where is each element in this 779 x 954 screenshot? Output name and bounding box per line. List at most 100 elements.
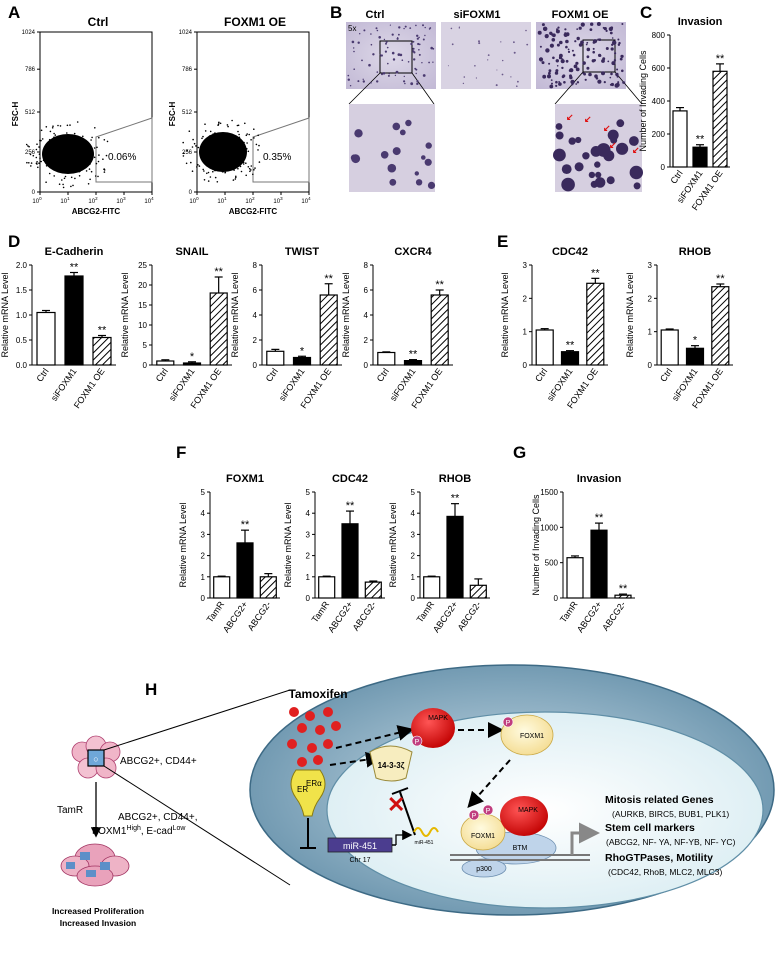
- cell-dot: [349, 85, 352, 87]
- cell-event: [202, 168, 204, 171]
- flow-y-tick-label: 786: [182, 67, 193, 73]
- bar: [469, 584, 487, 599]
- y-tick-label: 4: [201, 509, 206, 518]
- cell-event: [48, 138, 51, 141]
- cell-event: [78, 175, 81, 177]
- mapk-cytoplasm-label: MAPK: [428, 715, 448, 722]
- cell-event: [237, 124, 240, 127]
- cell-event: [216, 132, 219, 135]
- cell-event: [257, 149, 259, 151]
- cell-event: [88, 168, 91, 170]
- significance-mark: **: [241, 519, 250, 531]
- cell-dot: [582, 152, 590, 160]
- chart-ylabel: Relative mRNA Level: [0, 272, 10, 357]
- cell-event: [214, 176, 217, 179]
- bar: [590, 529, 608, 599]
- category-label: ABCG2-: [351, 599, 378, 632]
- cell-dot: [622, 81, 625, 84]
- cell-event: [94, 175, 97, 177]
- y-tick-label: 200: [652, 130, 666, 139]
- chart-title: E-Cadherin: [45, 246, 104, 258]
- micro-image-foxm1-oe: [536, 22, 626, 89]
- cell-dot: [389, 178, 397, 186]
- cell-dot: [569, 75, 573, 80]
- cell-event: [25, 143, 28, 146]
- cell-dot: [450, 27, 453, 30]
- bar: [711, 286, 730, 366]
- cell-dot: [610, 26, 614, 30]
- flow-y-tick-label: 512: [182, 110, 193, 116]
- cell-dot: [432, 61, 434, 63]
- category-label: siFOXM1: [277, 366, 307, 402]
- tamoxifen-dot: [305, 711, 315, 721]
- protein-14-3-3: [369, 745, 413, 782]
- significance-mark: **: [716, 53, 725, 65]
- cell-dot: [552, 56, 555, 60]
- cell-dot: [416, 80, 419, 83]
- cell-dot: [418, 36, 420, 39]
- cell-blob: [86, 870, 96, 877]
- cell-event: [248, 133, 250, 136]
- cell-event: [234, 178, 237, 180]
- significance-mark: **: [696, 134, 705, 146]
- cell-dot: [580, 40, 584, 45]
- flow-x-tick-label: 101: [60, 196, 70, 205]
- tamr-label: TamR: [57, 805, 83, 816]
- bar: [236, 542, 254, 599]
- cell-event: [224, 171, 226, 174]
- zoom-line: [614, 71, 643, 105]
- cell-event: [39, 139, 41, 142]
- cell-event: [242, 163, 245, 165]
- cell-dot: [375, 27, 378, 30]
- cell-dot: [573, 64, 578, 69]
- cell-dot: [416, 34, 419, 37]
- y-tick-label: 2: [648, 294, 653, 303]
- y-tick-label: 5: [411, 488, 416, 497]
- chart-title: TWIST: [285, 246, 319, 258]
- callout-line-top: [103, 689, 291, 751]
- cell-dot: [591, 59, 595, 63]
- category-label: ABCG2-: [456, 599, 483, 632]
- chart-title: RHOB: [679, 246, 711, 258]
- panel-b: Ctrl siFOXM1 FOXM1 OE 5x ↙↙↙↙↙: [346, 9, 643, 192]
- cell-dot: [415, 179, 423, 186]
- cell-dot: [615, 82, 620, 87]
- cell-dot: [363, 29, 366, 32]
- cell-event: [232, 179, 235, 181]
- cell-event: [240, 170, 243, 173]
- red-arrow-icon: ↙: [603, 123, 611, 133]
- cell-event: [243, 141, 245, 144]
- cell-event: [106, 140, 109, 143]
- cell-dot: [545, 48, 550, 53]
- cell-dot: [549, 43, 555, 48]
- cell-dot: [617, 38, 620, 41]
- y-tick-label: 5: [143, 341, 148, 350]
- cell-dot: [555, 29, 560, 34]
- chart-ylabel: Relative mRNA Level: [120, 272, 130, 357]
- tamr-desc-line1: ABCG2+, CD44+,: [118, 812, 197, 823]
- cell-event: [248, 167, 251, 170]
- y-tick-label: 2: [201, 552, 206, 561]
- category-label: siFOXM1: [49, 366, 79, 402]
- cell-event: [197, 146, 200, 149]
- y-tick-label: 3: [648, 261, 653, 270]
- y-tick-label: 6: [253, 286, 258, 295]
- y-tick-label: 10: [138, 321, 147, 330]
- bar: [259, 576, 277, 599]
- bar: [535, 329, 554, 366]
- cell-dot: [588, 171, 596, 179]
- phospho-p: [502, 716, 514, 728]
- cell-dot: [609, 83, 612, 86]
- cell-event: [28, 162, 30, 164]
- cell-event: [94, 127, 96, 129]
- cell-dot: [386, 46, 389, 49]
- cell-event: [48, 172, 51, 175]
- cell-event: [186, 149, 188, 152]
- cell-dot: [578, 26, 582, 30]
- cell-label: ABCG2+, CD44+: [120, 756, 197, 767]
- cell-dot: [589, 28, 593, 31]
- chart-ylabel: Relative mRNA Level: [283, 502, 293, 587]
- cell-dot: [563, 81, 566, 84]
